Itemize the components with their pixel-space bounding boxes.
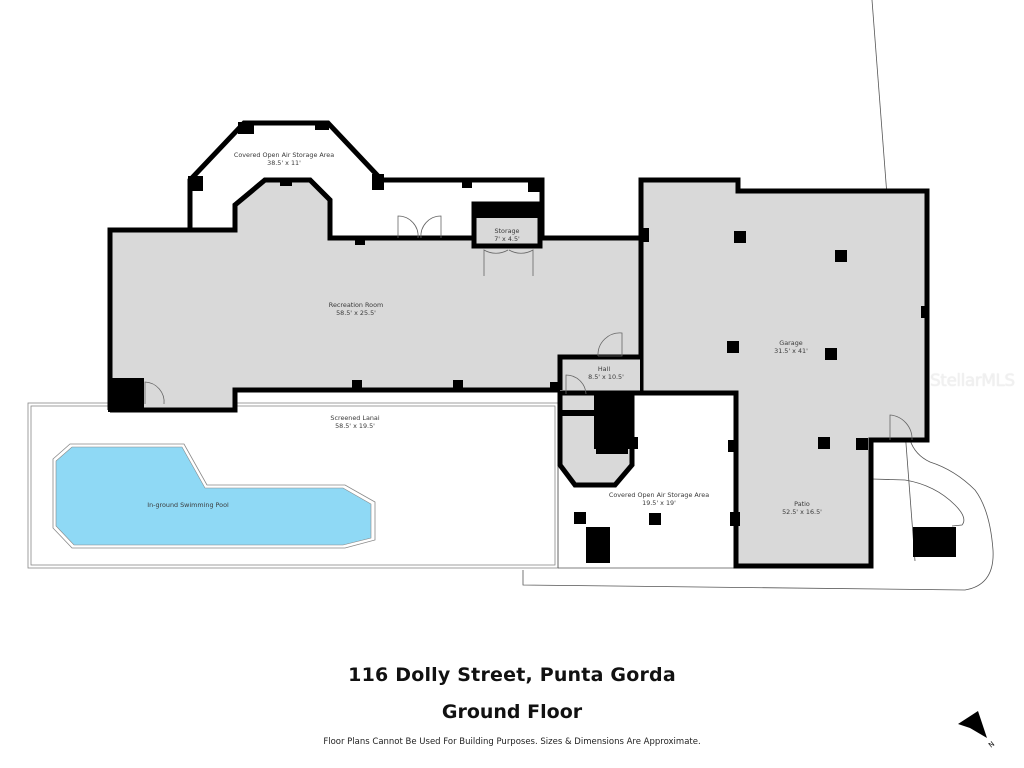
disclaimer-text: Floor Plans Cannot Be Used For Building … [323,737,701,747]
watermark: StellarMLS [930,371,1015,391]
room-name: Patio [794,500,810,508]
room-name: Garage [779,339,802,347]
room-dimensions: 58.5' x 19.5' [335,422,375,430]
lower-covered-storage [574,390,956,566]
property-address: 116 Dolly Street, Punta Gorda [348,664,676,686]
room-dimensions: 8.5' x 10.5' [588,373,624,381]
room-name: Recreation Room [329,301,383,309]
columns [108,122,927,526]
room-name: Covered Open Air Storage Area [234,151,334,159]
room-labels: Covered Open Air Storage Area 38.5' x 11… [147,151,822,516]
compass-label: N [987,740,996,750]
room-dimensions: 38.5' x 11' [267,159,301,167]
floor-name: Ground Floor [441,701,583,723]
room-dimensions: 52.5' x 16.5' [782,508,822,516]
hall [557,354,640,488]
room-dimensions: 19.5' x 19' [642,499,676,507]
room-name: Hall [598,365,610,373]
doors [144,215,913,441]
room-name: Covered Open Air Storage Area [609,491,709,499]
swimming-pool [52,443,376,549]
room-dimensions: 7' x 4.5' [494,235,520,243]
room-name: Screened Lanai [330,414,379,422]
north-arrow-icon: N [958,711,996,750]
room-name: Storage [494,227,519,235]
storage-room [471,201,543,249]
recreation-room [107,177,640,413]
room-name: In-ground Swimming Pool [147,501,229,509]
room-dimensions: 31.5' x 41' [774,347,808,355]
room-dimensions: 58.5' x 25.5' [336,309,376,317]
